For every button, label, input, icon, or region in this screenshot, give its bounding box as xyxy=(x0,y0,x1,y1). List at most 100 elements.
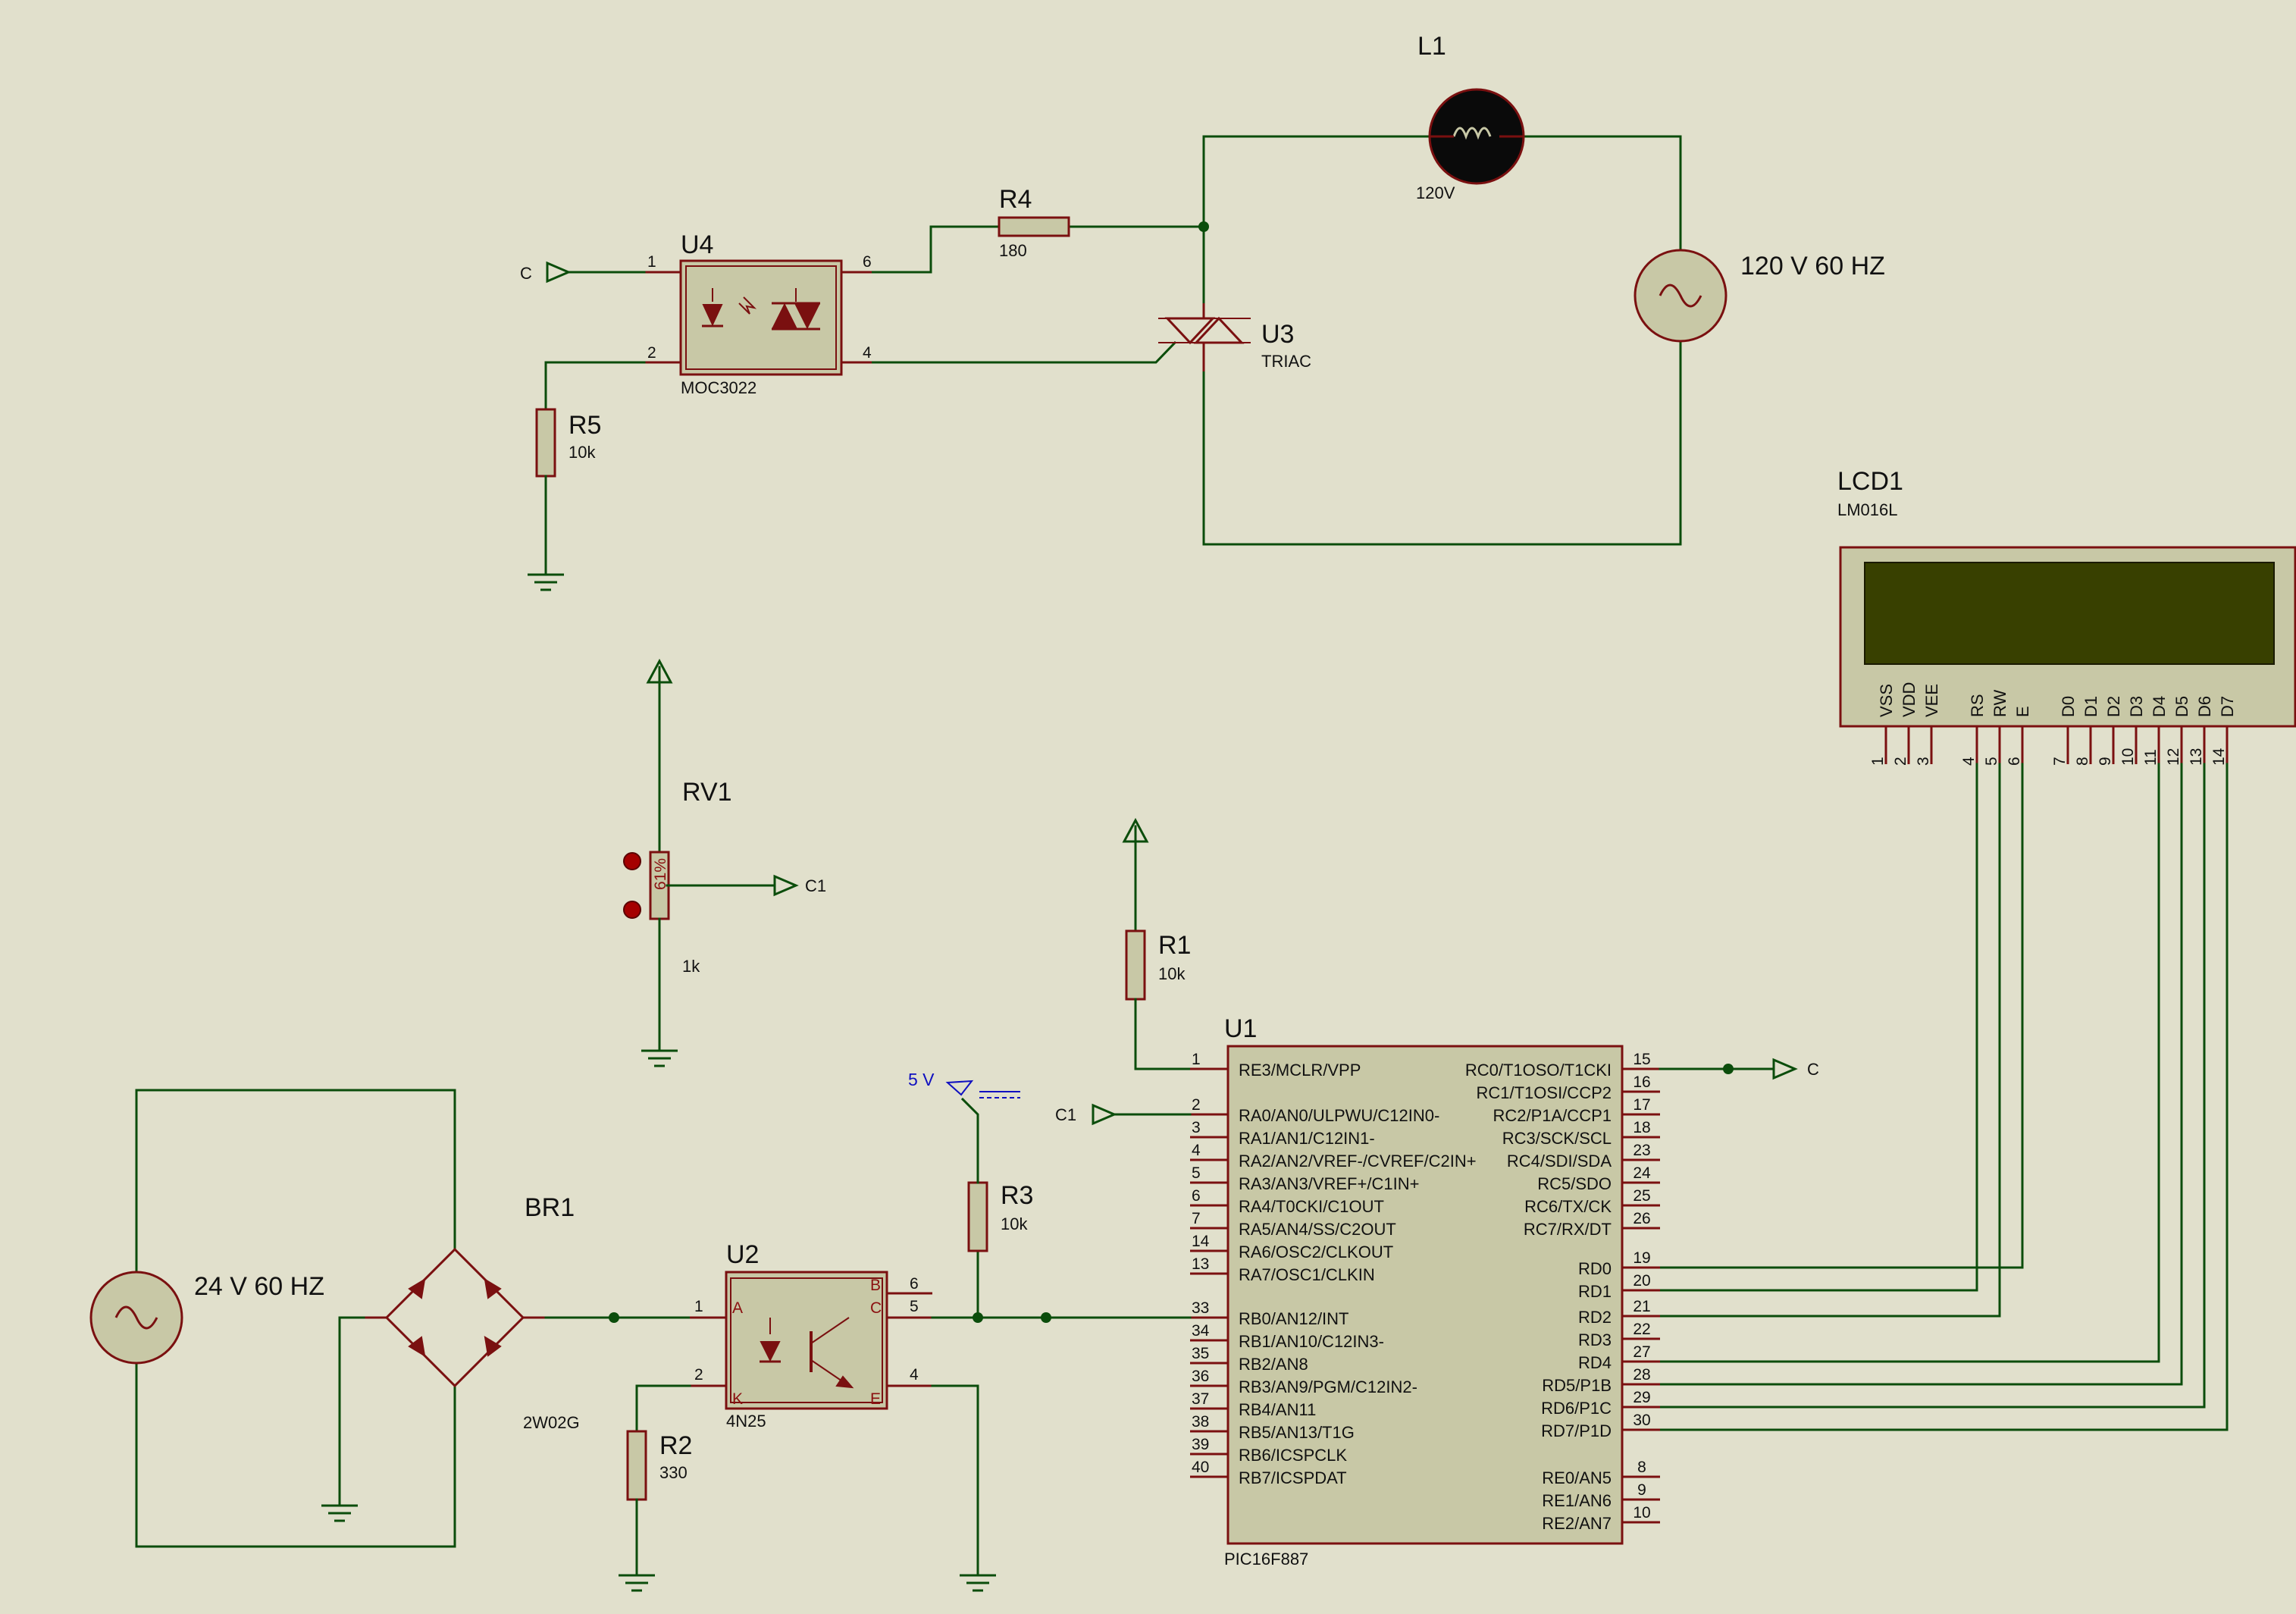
rv1-decrease-button[interactable] xyxy=(623,901,641,919)
r2-ref: R2 xyxy=(659,1431,692,1460)
resistor-r4[interactable]: R4 180 xyxy=(998,185,1070,260)
rv1-increase-button[interactable] xyxy=(623,852,641,870)
lcd-pin-number: 11 xyxy=(2142,749,2160,766)
r1-value: 10k xyxy=(1158,964,1186,983)
r2-value: 330 xyxy=(659,1463,688,1482)
u1-pin-name: RA7/OSC1/CLKIN xyxy=(1239,1265,1375,1284)
u1-pin-name: RD5/P1B xyxy=(1542,1376,1612,1395)
u1-pin-number: 14 xyxy=(1192,1233,1210,1250)
microcontroller-u1[interactable]: U1 PIC16F887 1RE3/MCLR/VPP2RA0/AN0/ULPWU… xyxy=(1190,1014,1660,1569)
u1-pin-name: RA6/OSC2/CLKOUT xyxy=(1239,1243,1393,1261)
u2-term-b: B xyxy=(870,1277,881,1294)
u2-pin-4: 4 xyxy=(910,1366,919,1384)
r3-value: 10k xyxy=(1001,1214,1028,1233)
lcd-pin-name: D5 xyxy=(2172,696,2191,717)
u1-pin-name: RD0 xyxy=(1578,1259,1612,1278)
bridge-rectifier-br1[interactable]: BR1 2W02G xyxy=(364,1193,580,1432)
resistor-r2[interactable]: R2 330 xyxy=(626,1430,692,1501)
u1-pin-name: RC6/TX/CK xyxy=(1524,1197,1612,1216)
u1-pin-number: 26 xyxy=(1633,1210,1650,1227)
u1-pin-number: 19 xyxy=(1633,1249,1650,1267)
rv1-wiper-percent: 61% xyxy=(652,858,669,890)
u2-term-a: A xyxy=(732,1299,743,1317)
u1-pin-name: RD3 xyxy=(1578,1330,1612,1349)
u1-pin-name: RB7/ICSPDAT xyxy=(1239,1468,1347,1487)
u1-pin-number: 7 xyxy=(1192,1210,1201,1227)
potentiometer-rv1[interactable]: 61% C1 RV1 1k xyxy=(623,658,826,1067)
u1-pin-number: 6 xyxy=(1192,1187,1201,1205)
lcd-pin-name: VEE xyxy=(1922,684,1941,717)
u1-pin-number: 35 xyxy=(1192,1345,1209,1362)
u1-pin-number: 30 xyxy=(1633,1412,1650,1429)
u1-pin-number: 29 xyxy=(1633,1389,1650,1406)
lcd-pin-number: 5 xyxy=(1983,757,2000,766)
lamp-value: 120V xyxy=(1416,183,1455,202)
u1-pin-number: 8 xyxy=(1637,1459,1646,1476)
u1-pin-name: RD7/P1D xyxy=(1541,1421,1612,1440)
u1-pin-number: 15 xyxy=(1633,1051,1650,1068)
r3-ref: R3 xyxy=(1001,1181,1033,1210)
lcd-lm016l[interactable]: LCD1 LM016L VSS1VDD2VEE3RS4RW5E6D07D18D2… xyxy=(1837,467,2296,766)
junction-dot xyxy=(1198,221,1209,232)
net-input-c[interactable] xyxy=(546,261,572,284)
u1-pin-name: RC0/T1OSO/T1CKI xyxy=(1465,1061,1612,1080)
lcd-pin-number: 2 xyxy=(1892,757,1909,766)
optocoupler-u2[interactable]: 1 2 6 5 4 A K B C E U2 4N25 xyxy=(690,1240,932,1431)
u2-term-k: K xyxy=(732,1390,743,1408)
u1-pin-name: RC5/SDO xyxy=(1537,1174,1612,1193)
u1-pin-number: 40 xyxy=(1192,1459,1209,1476)
u1-pin-number: 22 xyxy=(1633,1321,1650,1338)
u1-pin-number: 36 xyxy=(1192,1368,1209,1385)
lcd-pin-number: 13 xyxy=(2188,748,2205,766)
u1-pin-name: RD4 xyxy=(1578,1353,1612,1372)
net-input-c1[interactable] xyxy=(1092,1103,1117,1126)
u1-pin-name: RA3/AN3/VREF+/C1IN+ xyxy=(1239,1174,1419,1193)
u1-pin-number: 5 xyxy=(1192,1164,1201,1182)
net-label-c-u4: C xyxy=(520,264,532,283)
u1-pin-name: RA2/AN2/VREF-/CVREF/C2IN+ xyxy=(1239,1152,1477,1171)
u1-pin-number: 28 xyxy=(1633,1366,1650,1384)
resistor-r1[interactable]: R1 10k xyxy=(1122,817,1192,1070)
ac-source-24v[interactable]: 24 V 60 HZ xyxy=(89,1271,324,1365)
lcd-pin-name: RW xyxy=(1991,690,2009,717)
u1-pin-number: 17 xyxy=(1633,1096,1650,1114)
u1-pin-number: 23 xyxy=(1633,1142,1650,1159)
resistor-r3[interactable]: R3 10k xyxy=(967,1181,1033,1252)
rv1-value: 1k xyxy=(682,957,700,976)
ac-source-120v[interactable]: 120 V 60 HZ xyxy=(1634,249,1885,343)
lcd-pin-number: 4 xyxy=(1960,757,1978,766)
u1-pin-number: 9 xyxy=(1637,1481,1646,1499)
u2-pin-5: 5 xyxy=(910,1298,919,1315)
lcd-pin-number: 9 xyxy=(2097,757,2114,766)
lcd-pin-name: D7 xyxy=(2218,696,2237,717)
lcd-pin-name: VDD xyxy=(1900,682,1919,717)
u4-pin-1: 1 xyxy=(647,253,656,271)
u1-pin-name: RC4/SDI/SDA xyxy=(1507,1152,1612,1171)
lamp-ref: L1 xyxy=(1417,32,1446,61)
u1-pin-number: 4 xyxy=(1192,1142,1201,1159)
u1-pin-number: 1 xyxy=(1192,1051,1201,1068)
lcd-pin-number: 7 xyxy=(2051,757,2069,766)
ac-source-24v-label: 24 V 60 HZ xyxy=(194,1272,324,1301)
u4-ref: U4 xyxy=(681,230,713,259)
lcd-value: LM016L xyxy=(1837,500,1898,519)
r1-ref: R1 xyxy=(1158,931,1191,960)
lamp-l1[interactable]: L1 120V xyxy=(1416,32,1525,202)
triac-u3[interactable]: U3 TRIAC xyxy=(1158,303,1311,371)
optotriac-u4[interactable]: 1 2 6 4 U4 MOC3022 xyxy=(644,230,872,397)
u1-pin-number: 13 xyxy=(1192,1255,1209,1273)
u1-pin-name: RE3/MCLR/VPP xyxy=(1239,1061,1361,1080)
u1-pin-name: RB0/AN12/INT xyxy=(1239,1309,1349,1328)
net-output-c[interactable] xyxy=(1772,1058,1798,1080)
u1-pin-name: RD6/P1C xyxy=(1541,1399,1612,1418)
u1-pin-name: RE1/AN6 xyxy=(1542,1491,1612,1510)
supply-5v-icon xyxy=(945,1080,974,1096)
u1-pin-name: RA4/T0CKI/C1OUT xyxy=(1239,1197,1384,1216)
lcd-pin-name: D0 xyxy=(2059,696,2078,717)
lcd-pin-group: VSS1VDD2VEE3RS4RW5E6D07D18D29D310D411D51… xyxy=(1869,682,2237,766)
u1-pin-name: RA1/AN1/C12IN1- xyxy=(1239,1129,1375,1148)
lcd-ref: LCD1 xyxy=(1837,467,1903,496)
resistor-r5[interactable]: R5 10k xyxy=(535,408,601,478)
u1-pin-number: 27 xyxy=(1633,1343,1650,1361)
u1-pin-name: RB6/ICSPCLK xyxy=(1239,1446,1347,1465)
